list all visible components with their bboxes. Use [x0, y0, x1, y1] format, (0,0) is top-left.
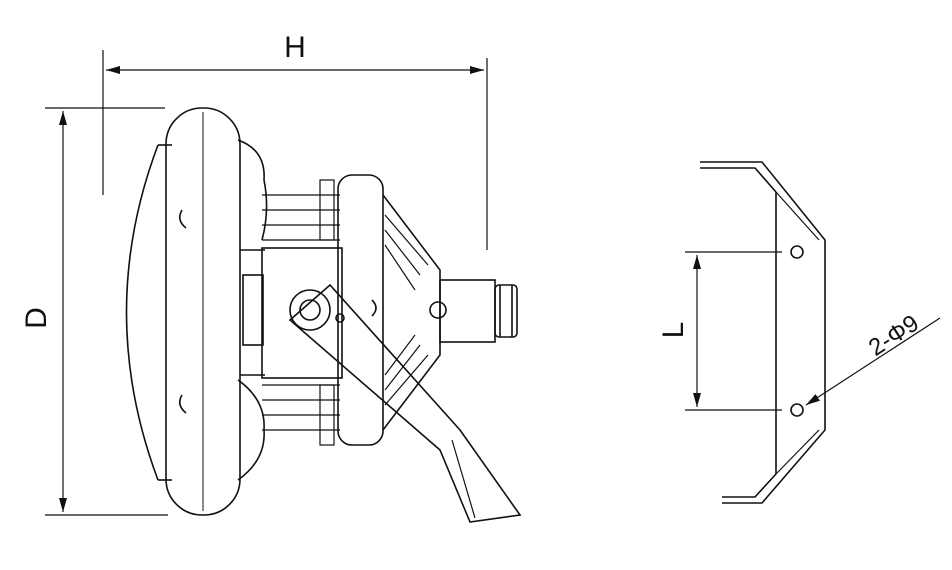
- label-d: D: [20, 307, 53, 329]
- label-h: H: [284, 31, 306, 64]
- label-hole-spec: 2-Φ9: [864, 310, 924, 362]
- mounting-hole-bottom: [790, 403, 804, 417]
- label-l: L: [657, 322, 690, 339]
- dimension-l: [685, 251, 782, 411]
- dimension-d: [45, 107, 168, 516]
- hole-leader-line: [805, 317, 941, 406]
- mounting-hole-top: [790, 245, 804, 259]
- dimension-h: [102, 50, 488, 250]
- mounting-bracket: [700, 161, 826, 504]
- lamp-side-view: [125, 107, 522, 523]
